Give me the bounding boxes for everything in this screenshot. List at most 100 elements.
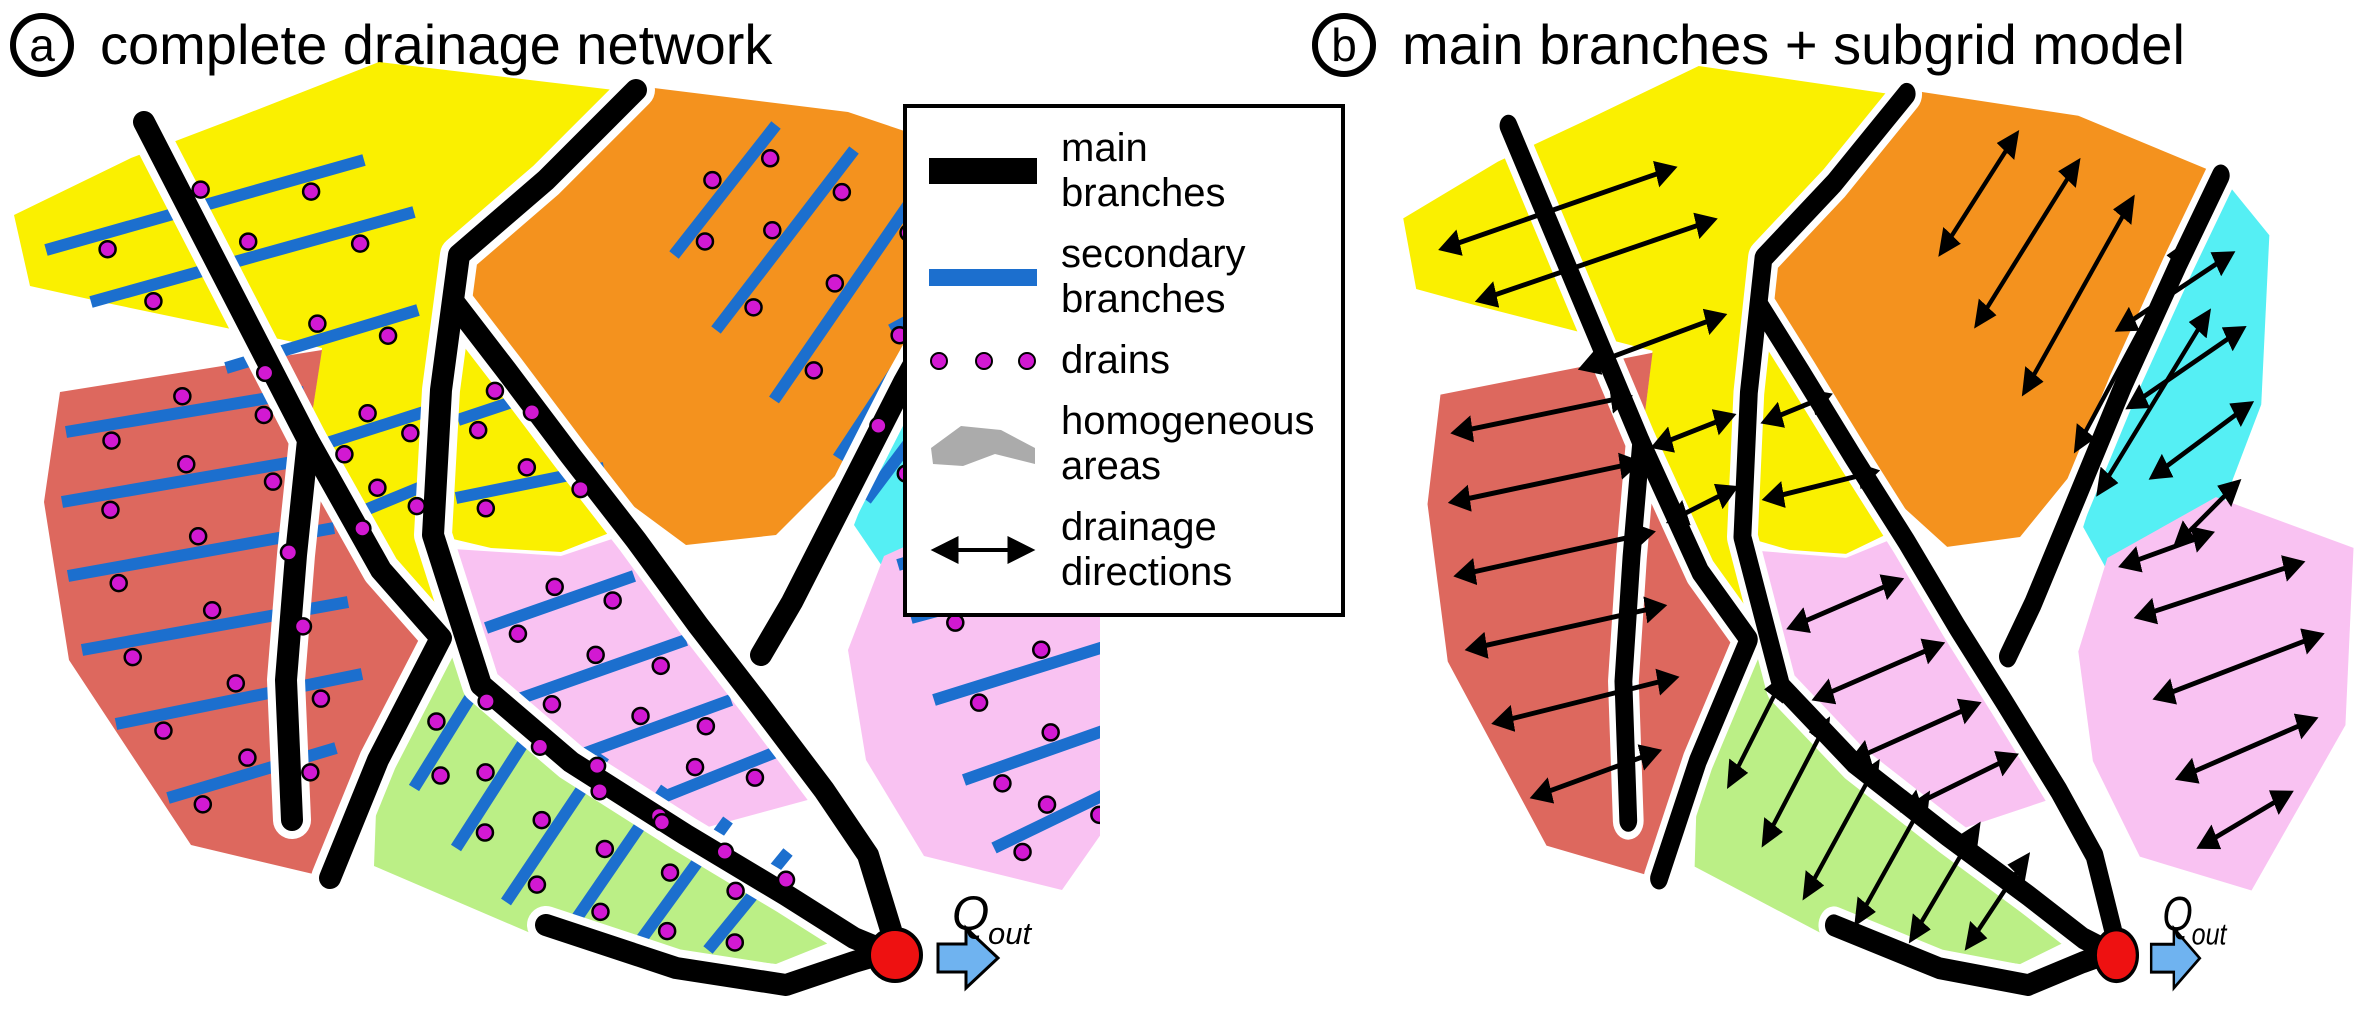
secondary-branch-line [60, 452, 318, 508]
drainage-direction-icon [930, 536, 1036, 564]
drainage-direction-arrow [2174, 713, 2319, 784]
drain-dot [517, 458, 537, 477]
drain-dot [652, 812, 672, 832]
drain-dot [522, 402, 542, 422]
drain-dot [745, 768, 765, 787]
drain-dot [177, 454, 196, 474]
drain-dot [832, 182, 852, 202]
drain-dot [825, 274, 845, 293]
drain-dot [475, 823, 495, 842]
drain-dot [98, 239, 117, 259]
drain-dot [695, 232, 715, 251]
drain-dot [804, 361, 824, 380]
drain-dot [368, 478, 387, 497]
drain-dot [685, 757, 705, 777]
drain-dot [587, 756, 607, 776]
secondary-branch-line [962, 725, 1100, 786]
drain-dot [571, 479, 590, 499]
drainage-direction-arrow [1847, 698, 1982, 766]
drain-dot [238, 748, 257, 767]
drain-dot [1037, 795, 1057, 814]
legend-label: drains [1061, 338, 1170, 382]
outlet-node [2093, 927, 2140, 984]
legend-label: directions [1061, 550, 1233, 594]
south-main-branch [1824, 914, 2120, 997]
secondary-branch-line [114, 668, 364, 730]
drainage-direction-arrow [2148, 401, 2255, 480]
drain-dot [1031, 640, 1051, 659]
secondary-branch-line [932, 641, 1100, 706]
drain-dot [358, 404, 377, 423]
drain-dot [301, 182, 321, 201]
drain-dot [532, 810, 551, 830]
panel-b-letter: b [1331, 18, 1357, 71]
drain-dot [301, 763, 320, 782]
drain-dot [109, 573, 128, 593]
drain-dot [293, 617, 313, 636]
legend-label: homogeneous [1061, 399, 1315, 443]
drain-dot [542, 695, 562, 714]
drain-dot [696, 716, 716, 736]
drainage-direction-arrow [1760, 389, 1833, 428]
orange-region [459, 88, 1020, 545]
drain-dot [527, 875, 547, 894]
drain-dot [703, 170, 722, 190]
drain-dot [144, 291, 163, 311]
drain-dot [401, 423, 420, 443]
legend-label: drainage [1061, 505, 1217, 549]
drain-dot [726, 881, 745, 901]
drainage-direction-arrow [1761, 462, 1881, 508]
drainage-direction-arrow [1650, 409, 1737, 453]
secondary-branch-line [514, 634, 688, 706]
drain-dot [760, 149, 780, 168]
panel-a-title-text: complete drainage network [100, 13, 773, 76]
drain-dot [188, 527, 208, 546]
drainage-direction-arrow [2114, 251, 2236, 332]
drain-dot [193, 795, 213, 814]
drain-dot [427, 712, 446, 731]
drain-dot [776, 870, 796, 890]
secondary-branch-line [319, 406, 426, 451]
outlet-node [867, 927, 923, 983]
drainage-direction-arrow [1854, 790, 1931, 927]
legend-row-drains: drains [921, 338, 1341, 383]
drainage-direction-arrow [2196, 790, 2294, 850]
drain-dot [631, 706, 650, 726]
drain-dot [1041, 723, 1060, 742]
drainage-direction-arrow [2125, 326, 2247, 410]
drain-dot [335, 445, 354, 464]
legend-label: areas [1061, 444, 1162, 488]
secondary-branch-line [669, 121, 781, 259]
secondary-branch-line [991, 790, 1100, 854]
left-main-branch [133, 111, 319, 831]
drainage-direction-arrow [2152, 628, 2325, 705]
drain-dot [869, 416, 888, 436]
homogeneous-area-icon [931, 426, 1035, 466]
drain-dot [1090, 805, 1100, 825]
drain-dot [586, 645, 605, 665]
drain-dot [123, 647, 142, 667]
drain-dot [603, 591, 622, 610]
drain-dot [202, 601, 222, 620]
drain-dot [725, 933, 745, 952]
drain-dot [263, 472, 283, 491]
drain-dot [476, 763, 495, 782]
drain-dot [431, 766, 450, 785]
secondary-branch-line [89, 206, 416, 308]
outflow-arrow-icon [2149, 924, 2202, 992]
drain-dot [477, 692, 496, 711]
drainage-direction-arrow [1577, 308, 1728, 375]
drainage-direction-arrow [1802, 758, 1880, 901]
outflow-label-subscript: out [988, 916, 1032, 951]
drain-dot [1013, 842, 1032, 862]
drain-dot [311, 689, 331, 708]
panel-b-title-text: main branches + subgrid model [1402, 13, 2185, 76]
drainage-direction-arrow [2133, 555, 2306, 625]
drainage-direction-arrow [1908, 821, 1981, 944]
drain-dot [101, 500, 120, 520]
drain-dot [595, 839, 615, 859]
